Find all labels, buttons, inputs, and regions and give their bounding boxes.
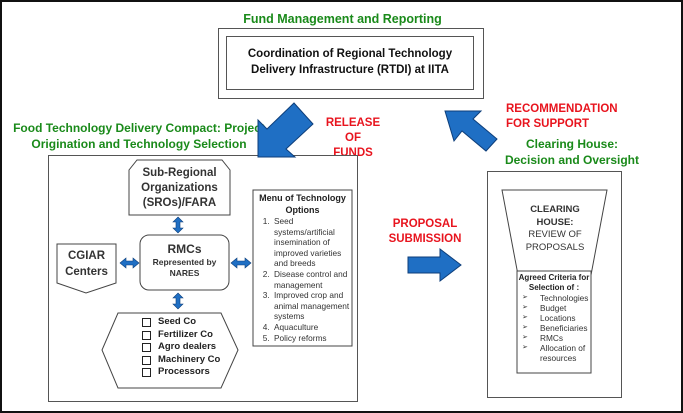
cgiar-line1: CGIAR	[67, 250, 106, 262]
release-line1: RELEASE OF	[325, 117, 381, 144]
company-item: Fertilizer Co	[140, 329, 230, 342]
menu-item: Improved crop and animal management syst…	[272, 290, 351, 322]
rmc-shape	[139, 234, 230, 291]
companies-shape	[101, 312, 239, 389]
company-item: Agro dealers	[140, 341, 230, 354]
menu-box	[252, 189, 353, 347]
proposal-line2: SUBMISSION	[388, 233, 462, 245]
clearing-house-label: CLEARING HOUSE: REVIEW OF PROPOSALS	[516, 204, 594, 254]
cgiar-label: CGIAR Centers	[57, 248, 116, 280]
criteria-content: Agreed Criteria for Selection of : Techn…	[518, 273, 590, 363]
criteria-list: Technologies Budget Locations Beneficiar…	[518, 293, 590, 363]
left-panel-title: Food Technology Delivery Compact: Projec…	[4, 120, 274, 152]
proposal-submission-label: PROPOSAL SUBMISSION	[380, 217, 470, 247]
recommendation-label: RECOMMENDATION FOR SUPPORT	[506, 102, 626, 132]
menu-title: Menu of Technology Options	[254, 193, 351, 216]
criteria-item: Beneficiaries	[518, 323, 590, 333]
menu-item: Policy reforms	[272, 333, 351, 344]
recommendation-arrow-icon	[444, 110, 498, 152]
menu-items-list: Seed systems/artificial insemination of …	[254, 216, 351, 343]
sro-rmc-double-arrow-icon	[172, 216, 184, 234]
recommendation-line1: RECOMMENDATION	[506, 103, 618, 115]
company-item: Processors	[140, 366, 230, 379]
criteria-item: RMCs	[518, 333, 590, 343]
companies-list: Seed Co Fertilizer Co Agro dealers Machi…	[140, 316, 230, 379]
menu-title-line1: Menu of Technology	[259, 193, 346, 203]
cgiar-shape	[56, 243, 117, 294]
criteria-item: Budget	[518, 303, 590, 313]
rmc-menu-double-arrow-icon	[230, 257, 252, 269]
cgiar-line2: Centers	[65, 266, 108, 278]
menu-item: Disease control and management	[272, 269, 351, 290]
rmc-subtitle-line2: NARES	[169, 268, 200, 278]
left-panel-title-line2: Origination and Technology Selection	[31, 137, 247, 151]
rmc-title: RMCs	[167, 242, 202, 256]
criteria-item: Technologies	[518, 293, 590, 303]
fund-management-title: Fund Management and Reporting	[243, 12, 442, 26]
right-panel-title: Clearing House: Decision and Oversight	[492, 136, 652, 168]
menu-title-line2: Options	[285, 204, 320, 215]
criteria-title-line2: Selection of :	[528, 283, 580, 292]
right-panel-title-line2: Decision and Oversight	[504, 153, 640, 167]
release-of-funds-label: RELEASE OF FUNDS	[318, 116, 388, 161]
release-funds-arrow-icon	[257, 102, 314, 158]
proposal-submission-arrow-icon	[407, 247, 462, 283]
sro-label: Sub-Regional Organizations (SROs)/FARA	[129, 166, 230, 211]
rmc-companies-double-arrow-icon	[172, 292, 184, 310]
left-panel-title-line1: Food Technology Delivery Compact: Projec…	[13, 121, 265, 135]
company-item: Machinery Co	[140, 354, 230, 367]
clearing-line3: REVIEW OF	[528, 229, 582, 240]
recommendation-line2: FOR SUPPORT	[506, 118, 590, 130]
criteria-title-line1: Agreed Criteria for	[518, 273, 590, 282]
rtdi-label: Coordination of Regional Technology Deli…	[247, 48, 453, 76]
clearing-line4: PROPOSALS	[525, 241, 585, 253]
proposal-line1: PROPOSAL	[392, 218, 458, 230]
cgiar-rmc-double-arrow-icon	[119, 257, 140, 269]
clearing-line1: CLEARING	[530, 204, 580, 215]
sro-shape	[128, 159, 231, 216]
clearing-line2: HOUSE:	[536, 216, 574, 228]
company-item: Seed Co	[140, 316, 230, 329]
sro-line2: Organizations	[141, 182, 218, 194]
right-panel-title-line1: Clearing House:	[525, 137, 618, 151]
menu-content: Menu of Technology Options Seed systems/…	[254, 193, 351, 343]
companies-list-wrap: Seed Co Fertilizer Co Agro dealers Machi…	[140, 316, 230, 379]
sro-line3: (SROs)/FARA	[142, 197, 217, 209]
sro-line1: Sub-Regional	[142, 167, 217, 179]
criteria-item: Locations	[518, 313, 590, 323]
menu-item: Seed systems/artificial insemination of …	[272, 216, 351, 269]
rmc-subtitle-line1: Represented by	[152, 257, 217, 267]
rtdi-inner-box: Coordination of Regional Technology Deli…	[226, 36, 474, 90]
criteria-title: Agreed Criteria for Selection of :	[518, 273, 590, 293]
criteria-item: Allocation of resources	[518, 343, 590, 363]
rmc-label: RMCs Represented by NARES	[140, 242, 229, 279]
menu-item: Aquaculture	[272, 322, 351, 333]
